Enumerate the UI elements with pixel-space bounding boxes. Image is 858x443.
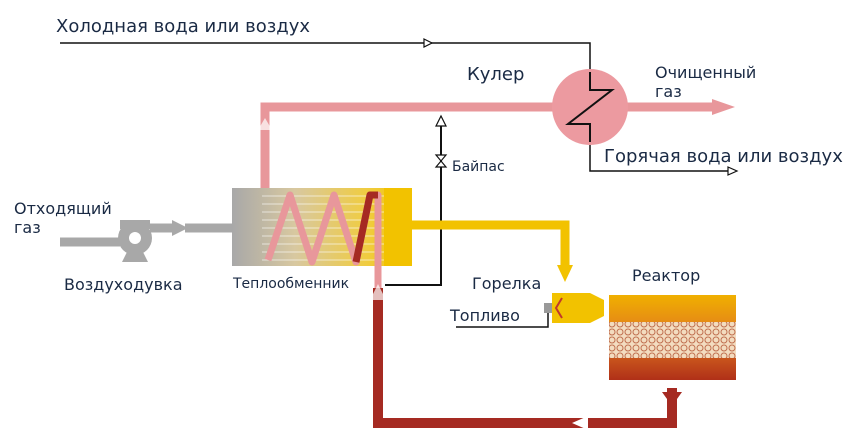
- blower-pipe: [60, 220, 232, 247]
- hot-return-pipe: [370, 284, 682, 430]
- fuel-line: [456, 313, 549, 328]
- blower-icon: [118, 220, 152, 262]
- clean-gas-label-line1: Очищенный: [655, 63, 756, 82]
- burner-label: Горелка: [472, 274, 541, 293]
- bypass-label: Байпас: [452, 159, 505, 175]
- cooler-label: Кулер: [467, 64, 524, 85]
- bypass-line: [385, 114, 448, 286]
- reactor-label: Реактор: [632, 266, 700, 285]
- blower-label: Воздуходувка: [64, 275, 183, 294]
- waste-gas-label-line2: газ: [14, 218, 41, 237]
- fuel-label: Топливо: [449, 306, 520, 325]
- heat-exchanger: [232, 188, 412, 300]
- waste-gas-label-line1: Отходящий: [14, 199, 112, 218]
- heat-exchanger-label: Теплообменник: [232, 276, 349, 292]
- cooler: [552, 69, 628, 145]
- cold-water-line: [60, 38, 591, 72]
- burner-feed-pipe: [412, 220, 573, 282]
- burner: [544, 293, 604, 323]
- clean-gas-label-line2: газ: [655, 82, 682, 101]
- cold-water-label: Холодная вода или воздух: [56, 16, 310, 37]
- hot-water-label: Горячая вода или воздух: [604, 146, 843, 167]
- reactor: [609, 295, 736, 380]
